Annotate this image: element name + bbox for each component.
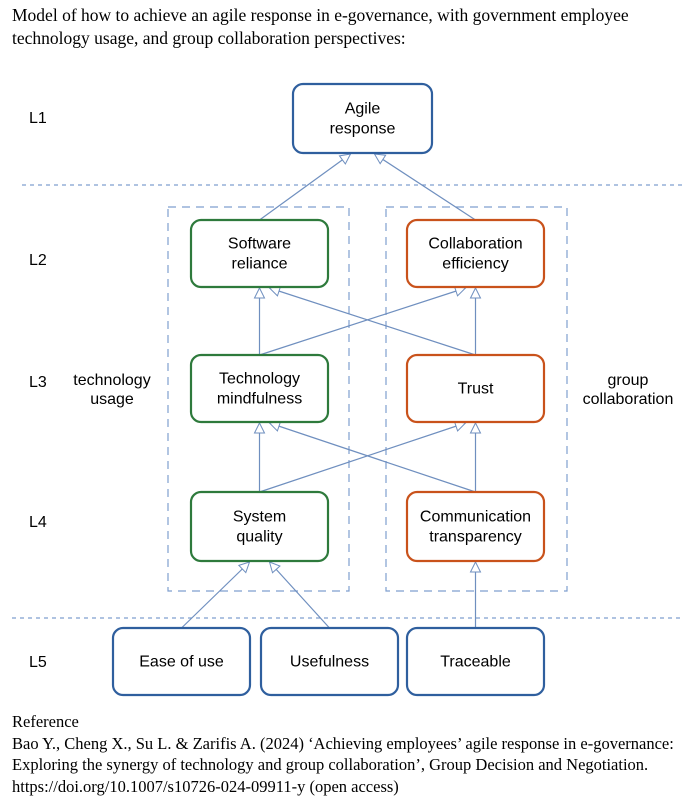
technology-usage-label-line2: usage	[90, 391, 134, 408]
node-box-system-quality	[189, 490, 330, 563]
group-collaboration-label-line1: group	[608, 372, 649, 389]
edge-software-reliance-to-agile-response	[259, 154, 351, 221]
node-label-software-reliance-line2: reliance	[231, 256, 287, 273]
node-label-technology-mindfulness-line1: Technology	[219, 371, 300, 388]
reference-citation: Bao Y., Cheng X., Su L. & Zarifis A. (20…	[12, 733, 674, 796]
level-label-l1: L1	[29, 110, 47, 127]
reference-block: Reference Bao Y., Cheng X., Su L. & Zari…	[12, 711, 692, 797]
figure-title: Model of how to achieve an agile respons…	[12, 5, 629, 48]
node-label-ease-of-use-line1: Ease of use	[139, 654, 224, 671]
node-label-technology-mindfulness-line2: mindfulness	[217, 391, 302, 408]
node-box-technology-mindfulness	[189, 353, 330, 424]
node-box-agile-response	[291, 82, 434, 155]
level-label-l3: L3	[29, 374, 47, 391]
node-label-collaboration-efficiency-line2: efficiency	[442, 256, 508, 273]
node-box-software-reliance	[189, 218, 330, 289]
node-label-trust-line1: Trust	[458, 381, 494, 398]
group-collaboration-group-box	[385, 206, 568, 592]
node-box-trust	[405, 353, 546, 424]
node-system-quality: System quality	[189, 490, 330, 563]
node-label-system-quality-line1: System	[233, 509, 286, 526]
level-label-l4: L4	[29, 514, 47, 531]
node-software-reliance: Software reliance	[189, 218, 330, 289]
node-label-system-quality-line2: quality	[236, 529, 282, 546]
node-ease-of-use: Ease of use	[111, 626, 252, 697]
edge-collaboration-efficiency-to-agile-response	[375, 154, 476, 221]
node-box-usefulness	[259, 626, 400, 697]
edges-layer	[181, 154, 476, 629]
technology-usage-group-box	[167, 206, 350, 592]
node-box-traceable	[405, 626, 546, 697]
node-technology-mindfulness: Technology mindfulness	[189, 353, 330, 424]
technology-usage-label-line1: technology	[73, 372, 150, 389]
node-collaboration-efficiency: Collaboration efficiency	[405, 218, 546, 289]
edge-communication-transparency-to-technology-mindfulness	[270, 423, 476, 493]
node-label-communication-transparency-line1: Communication	[420, 509, 531, 526]
node-label-agile-response-line1: Agile	[345, 101, 381, 118]
node-label-collaboration-efficiency-line1: Collaboration	[428, 236, 522, 253]
edge-trust-to-software-reliance	[270, 288, 476, 356]
edge-usefulness-to-system-quality	[270, 562, 330, 629]
node-agile-response: Agile response	[291, 82, 434, 155]
node-box-collaboration-efficiency	[405, 218, 546, 289]
node-label-traceable-line1: Traceable	[440, 654, 511, 671]
level-label-l2: L2	[29, 252, 47, 269]
node-label-usefulness-line1: Usefulness	[290, 654, 369, 671]
level-label-l5: L5	[29, 654, 47, 671]
node-box-communication-transparency	[405, 490, 546, 563]
edge-ease-of-use-to-system-quality	[181, 562, 250, 629]
node-label-software-reliance-line1: Software	[228, 236, 291, 253]
node-traceable: Traceable	[405, 626, 546, 697]
node-box-ease-of-use	[111, 626, 252, 697]
group-collaboration-label-line2: collaboration	[583, 391, 674, 408]
node-usefulness: Usefulness	[259, 626, 400, 697]
edge-system-quality-to-trust	[259, 423, 466, 493]
edge-technology-mindfulness-to-collaboration-efficiency	[259, 288, 466, 356]
node-label-communication-transparency-line2: transparency	[429, 529, 522, 546]
node-label-agile-response-line2: response	[330, 121, 396, 138]
node-communication-transparency: Communication transparency	[405, 490, 546, 563]
node-trust: Trust	[405, 353, 546, 424]
reference-heading: Reference	[12, 712, 79, 731]
